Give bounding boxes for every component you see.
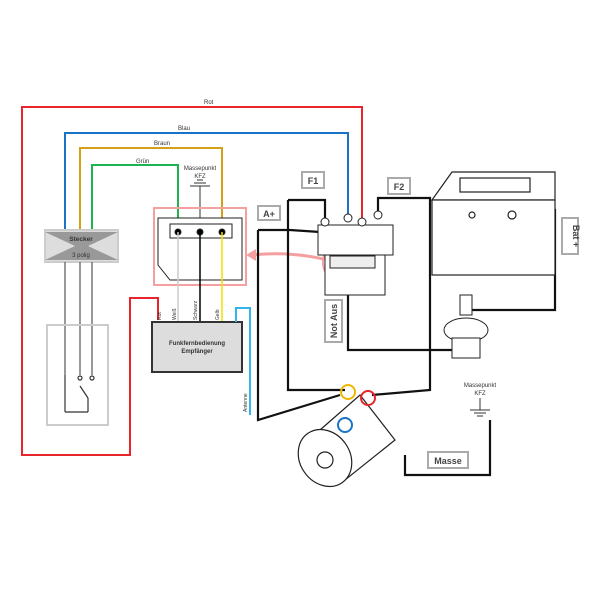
wire-label-braun: Braun: [154, 141, 170, 147]
emergency-switch-icon: [443, 294, 489, 359]
ground-right-icon: [470, 398, 490, 417]
receiver-subtitle: Empfänger: [181, 349, 213, 355]
wire-label-rot: Rot: [204, 100, 214, 106]
switch-box: [46, 324, 109, 426]
svg-text:Not Aus: Not Aus: [329, 304, 339, 338]
ground-top-label-2: KFZ: [194, 174, 206, 180]
wire-label-blau: Blau: [178, 126, 190, 132]
svg-text:A+: A+: [263, 209, 275, 219]
label-f1: F1: [301, 171, 325, 189]
ground-top-label: Massepunkt: [184, 166, 217, 172]
pin-weiss: Weiß: [172, 308, 178, 320]
label-bat-plus: Bat +: [561, 217, 581, 255]
wire-blue: [64, 132, 349, 230]
motor: [297, 384, 396, 488]
receiver-title: Funkfernbedienung: [169, 341, 225, 347]
wire-label-gruen: Grün: [136, 159, 149, 165]
label-a-plus: A+: [257, 205, 281, 221]
svg-text:F1: F1: [308, 176, 319, 186]
svg-text:F2: F2: [394, 182, 405, 192]
connector-stecker: Stecker 3 polig: [44, 229, 119, 263]
pin-gelb: Gelb: [215, 309, 221, 320]
ground-right-label: Massepunkt: [464, 383, 497, 389]
wire-red: [21, 106, 363, 456]
pin-rot: Rot: [157, 312, 163, 320]
ground-right-label-2: KFZ: [474, 391, 486, 397]
svg-text:Stecker: Stecker: [69, 236, 93, 243]
label-masse: Masse: [427, 451, 469, 469]
antenna-wire: [235, 307, 251, 415]
battery: [430, 171, 556, 276]
svg-text:Masse: Masse: [434, 456, 462, 466]
svg-text:Bat +: Bat +: [571, 225, 581, 247]
receiver-box: [151, 321, 243, 373]
label-f2: F2: [387, 177, 411, 195]
switch-icon: [64, 375, 95, 413]
wire-brown: [79, 147, 223, 232]
svg-text:3 polig: 3 polig: [72, 253, 90, 259]
pin-schwarz: Schwarz: [193, 300, 199, 320]
wire-green: [91, 164, 179, 230]
antenna-label: Antenne: [243, 393, 249, 412]
label-not-aus: Not Aus: [324, 299, 343, 343]
solenoid: [317, 210, 394, 296]
